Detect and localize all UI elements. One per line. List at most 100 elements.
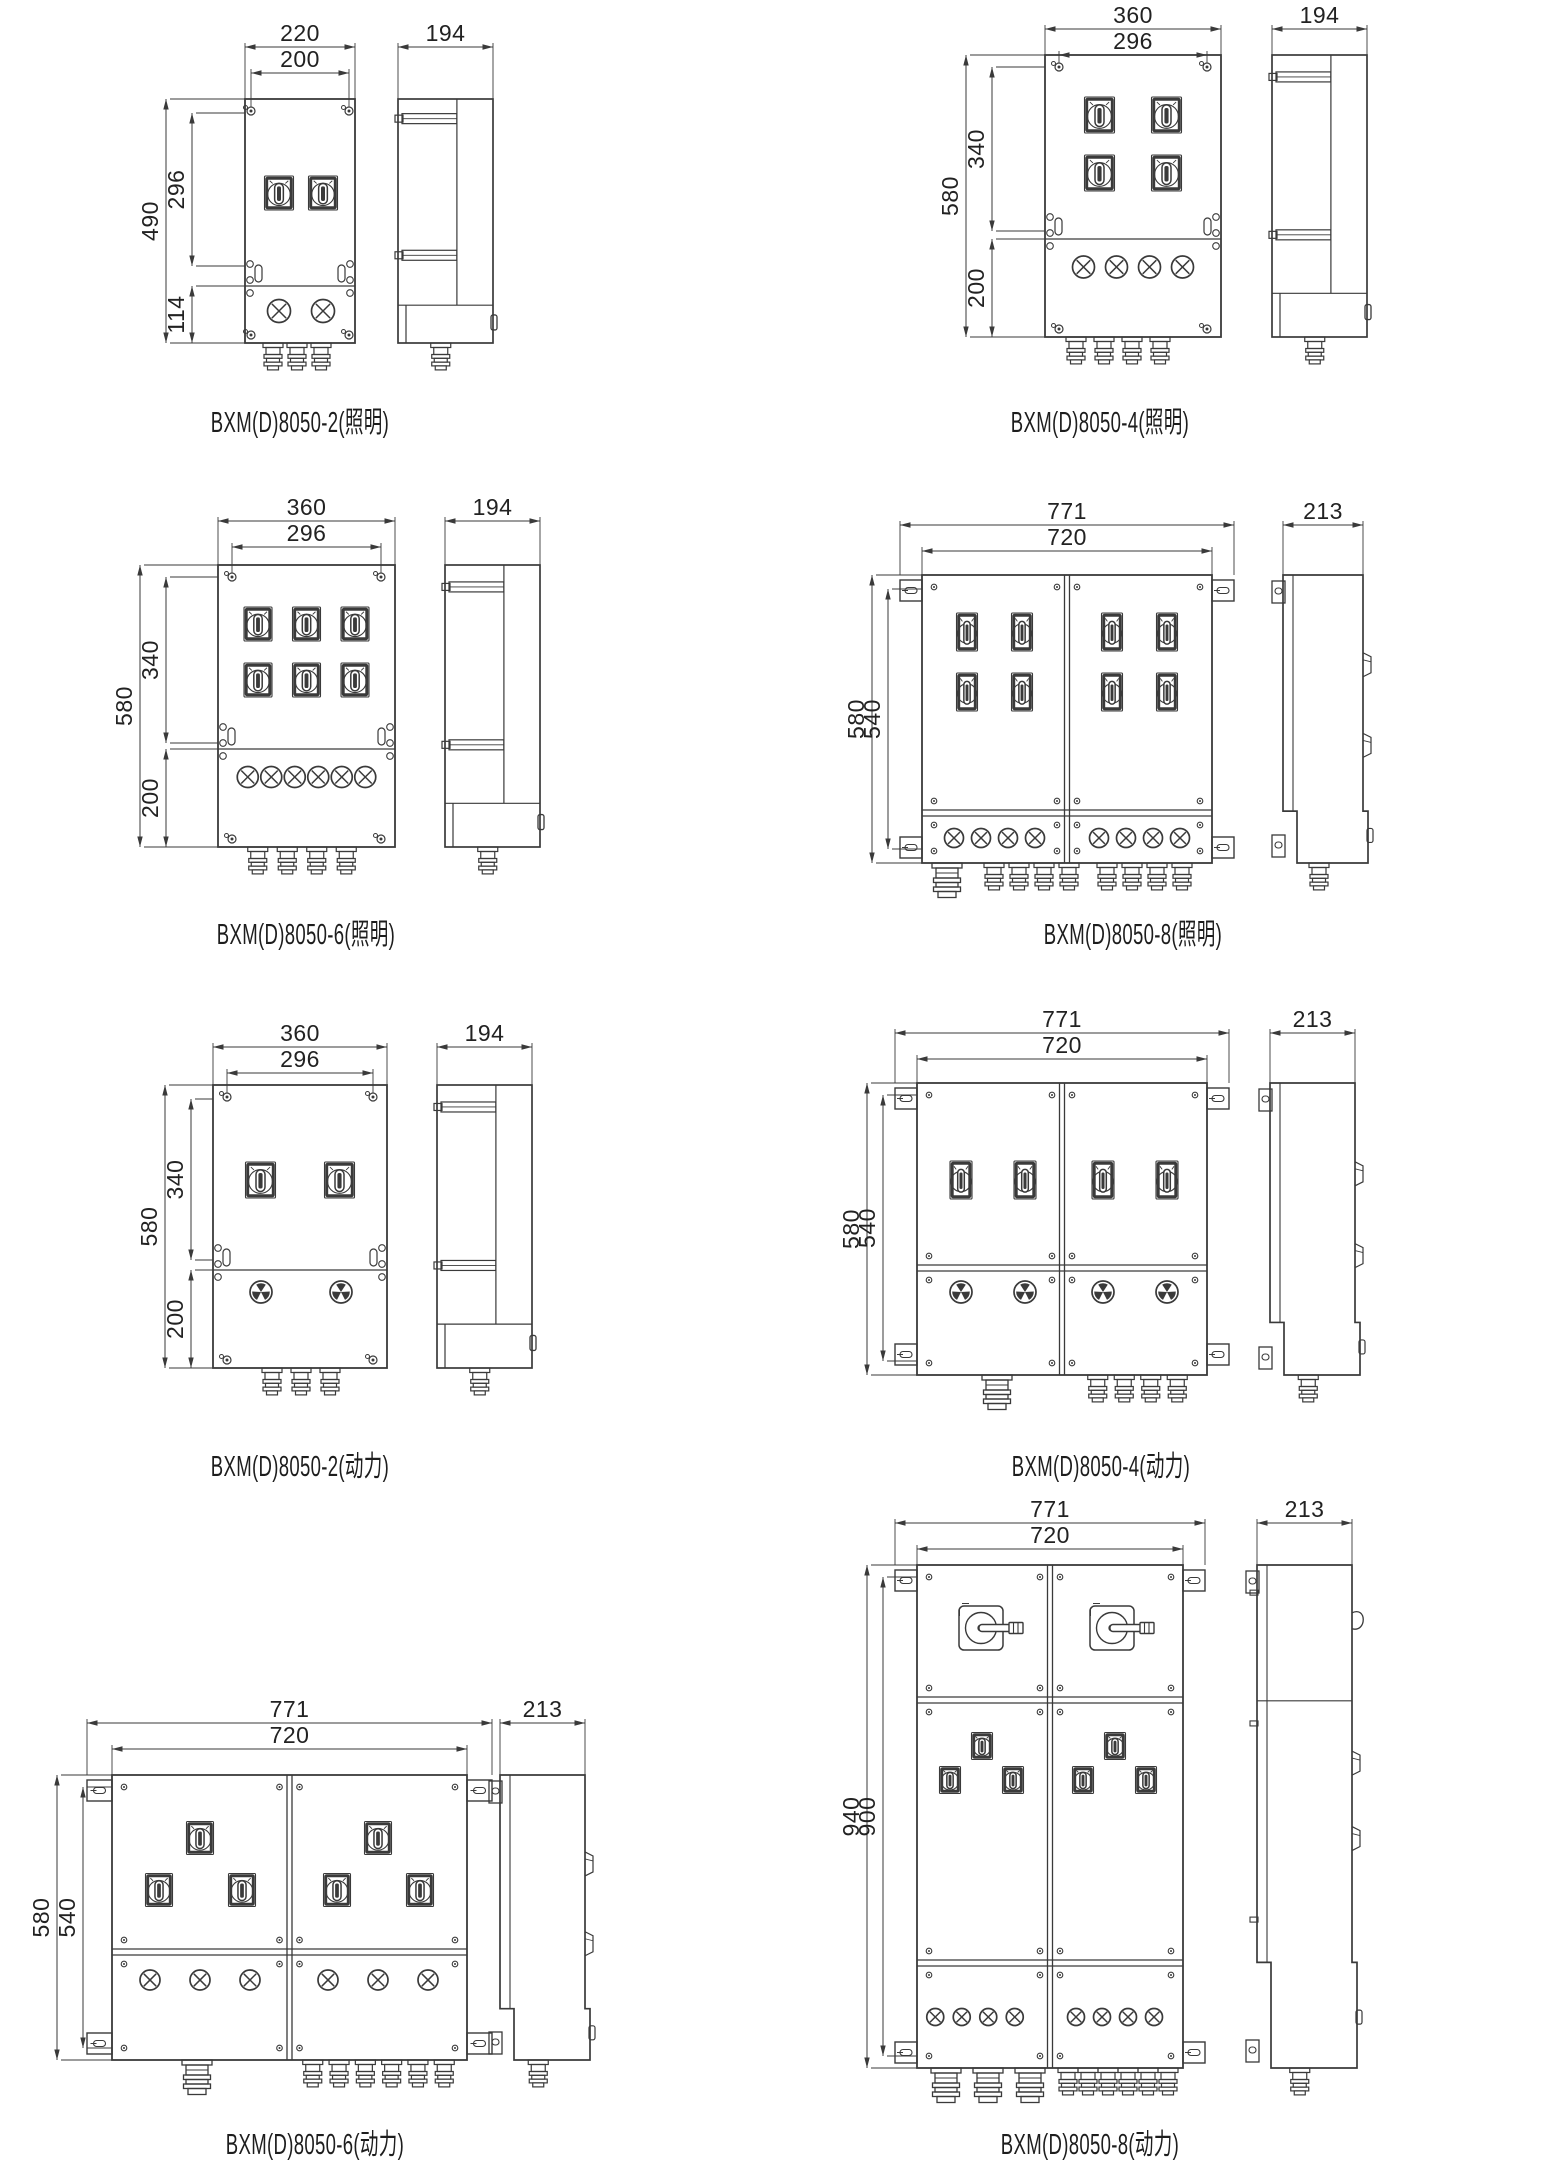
dimension: 771 xyxy=(894,1006,1230,1083)
rotary-switch-icon xyxy=(1010,612,1034,652)
figure-caption: BXM(D)8050-8(动力) xyxy=(1000,2129,1180,2161)
dimension: 771 xyxy=(86,1696,493,1775)
dimension: 540 xyxy=(854,1094,917,1362)
dimension: 296 xyxy=(231,520,382,573)
indicator-lamp-icon xyxy=(236,765,260,789)
cable-gland-icon xyxy=(1065,336,1087,365)
indicator-lamp-icon xyxy=(1142,827,1164,849)
figure-caption: BXM(D)8050-4(动力) xyxy=(1011,1451,1191,1483)
dimension: 771 xyxy=(899,498,1235,575)
svg-text:213: 213 xyxy=(1303,498,1343,524)
cable-gland-icon xyxy=(1157,2067,1179,2096)
dimension: 340 xyxy=(963,66,1045,232)
rotary-switch-icon xyxy=(1155,672,1179,712)
figure-caption: BXM(D)8050-8(照明) xyxy=(1043,919,1223,951)
svg-text:580: 580 xyxy=(28,1898,54,1938)
svg-text:360: 360 xyxy=(1113,2,1153,28)
svg-text:580: 580 xyxy=(843,699,869,739)
cable-gland-icon xyxy=(1117,2067,1139,2096)
rotary-switch-icon xyxy=(1150,96,1183,134)
push-button-icon xyxy=(1091,1280,1115,1304)
svg-text:720: 720 xyxy=(1042,1032,1082,1058)
indicator-lamp-icon xyxy=(310,298,336,324)
dimension: 580 xyxy=(111,564,218,848)
push-button-icon xyxy=(1013,1280,1037,1304)
side-view xyxy=(433,1084,537,1396)
dimension: 114 xyxy=(163,285,245,344)
indicator-lamp-icon xyxy=(943,827,965,849)
cable-gland-icon xyxy=(381,2059,403,2088)
cable-gland-icon xyxy=(1096,862,1118,891)
svg-text:720: 720 xyxy=(1030,1522,1070,1548)
svg-text:296: 296 xyxy=(287,520,327,546)
indicator-lamp-icon xyxy=(239,1969,261,1991)
svg-text:194: 194 xyxy=(1300,2,1340,28)
dimension: 720 xyxy=(916,1032,1208,1091)
rotary-switch-icon xyxy=(955,612,979,652)
cable-gland-icon xyxy=(931,862,963,899)
dimension: 194 xyxy=(444,494,541,565)
indicator-lamp-icon xyxy=(1066,2007,1086,2027)
rotary-switch-icon xyxy=(1091,1160,1115,1200)
dimension: 580 xyxy=(937,54,1045,338)
side-view xyxy=(1271,574,1374,891)
svg-text:490: 490 xyxy=(137,201,163,241)
mounting-ear xyxy=(466,1779,493,1802)
indicator-lamp-icon xyxy=(978,2007,998,2027)
dimension: 340 xyxy=(162,1098,213,1261)
indicator-lamp-icon xyxy=(330,765,354,789)
rotary-switch-icon xyxy=(1001,1765,1025,1795)
indicator-lamp-icon xyxy=(1144,2007,1164,2027)
front-view xyxy=(217,564,396,875)
indicator-lamp-icon xyxy=(367,1969,389,1991)
dimension: 540 xyxy=(859,588,922,850)
dimension: 194 xyxy=(1271,2,1368,55)
side-view xyxy=(394,98,498,371)
front-view xyxy=(1044,54,1222,365)
dimension: 720 xyxy=(111,1722,468,1783)
cable-gland-icon xyxy=(1077,2067,1099,2096)
cable-gland-icon xyxy=(310,342,332,371)
indicator-lamp-icon xyxy=(189,1969,211,1991)
indicator-lamp-icon xyxy=(139,1969,161,1991)
svg-text:200: 200 xyxy=(162,1299,188,1339)
cable-gland-icon xyxy=(181,2059,213,2096)
svg-text:340: 340 xyxy=(162,1160,188,1200)
indicator-lamp-icon xyxy=(353,765,377,789)
indicator-lamp-icon xyxy=(997,827,1019,849)
cable-gland-icon xyxy=(306,846,328,875)
rotary-switch-icon xyxy=(144,1872,174,1908)
rotary-switch-icon xyxy=(1134,1765,1158,1795)
side-view xyxy=(1258,1082,1366,1403)
rotary-switch-icon xyxy=(291,662,322,698)
svg-text:771: 771 xyxy=(1047,498,1087,524)
front-view xyxy=(899,574,1235,899)
dimension: 213 xyxy=(1269,1006,1356,1083)
rotary-switch-icon xyxy=(185,1820,215,1856)
cable-gland-icon xyxy=(1308,862,1330,891)
cable-gland-icon xyxy=(1113,1374,1135,1403)
mounting-ear xyxy=(894,1343,918,1366)
cable-gland-icon xyxy=(1058,862,1080,891)
cable-gland-icon xyxy=(433,2059,455,2088)
indicator-lamp-icon xyxy=(1088,827,1110,849)
cable-gland-icon xyxy=(354,2059,376,2088)
svg-text:580: 580 xyxy=(937,176,963,216)
cable-gland-icon xyxy=(286,342,308,371)
indicator-lamp-icon xyxy=(1005,2007,1025,2027)
rotary-switch-icon xyxy=(227,1872,257,1908)
dimension: 360 xyxy=(217,494,396,565)
figure-caption: BXM(D)8050-4(照明) xyxy=(1010,407,1190,439)
cable-gland-icon xyxy=(407,2059,429,2088)
svg-text:200: 200 xyxy=(137,778,163,818)
rotary-switch-icon xyxy=(244,1161,277,1199)
rotary-switch-icon xyxy=(1150,154,1183,192)
rotary-switch-icon xyxy=(1155,1160,1179,1200)
dimension: 194 xyxy=(436,1020,533,1085)
mounting-ear xyxy=(86,1779,113,1802)
cable-gland-icon xyxy=(1093,336,1115,365)
dimension: 200 xyxy=(963,238,1045,338)
svg-text:771: 771 xyxy=(270,1696,310,1722)
